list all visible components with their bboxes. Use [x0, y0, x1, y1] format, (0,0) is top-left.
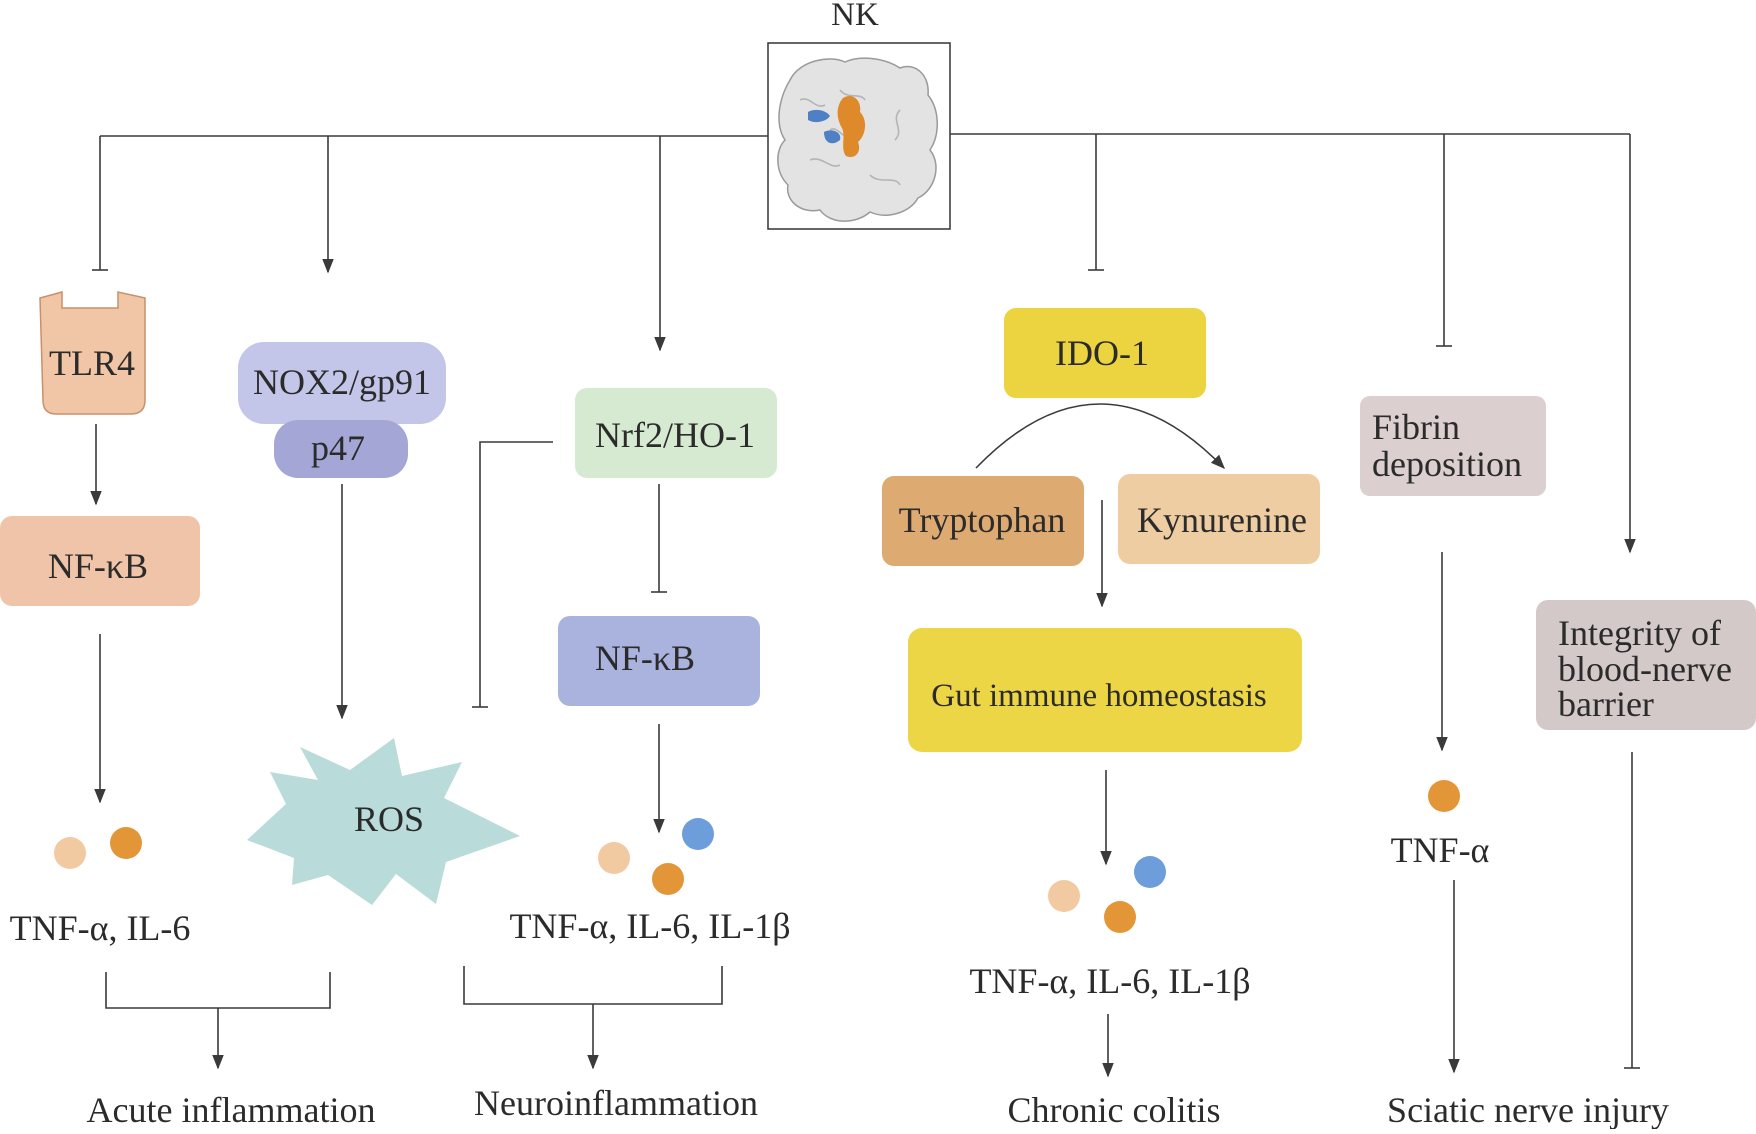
bnb-label-3: barrier [1558, 684, 1654, 724]
tlr4-receptor [39, 291, 146, 415]
ros-label: ROS [354, 799, 424, 839]
p47-box [274, 420, 408, 478]
cytokines-1: TNF-α, IL-6 [10, 908, 191, 948]
nfkb-left-box [0, 516, 200, 606]
ros-burst [247, 738, 520, 905]
cytokines-4: TNF-α [1391, 830, 1490, 870]
nox2-box [238, 342, 446, 424]
bnb-label-1: Integrity of [1558, 613, 1721, 653]
cytokine-dot [598, 842, 630, 874]
bnb-box [1536, 600, 1756, 730]
cytokine-dot [1428, 780, 1460, 812]
cytokine-dot [682, 818, 714, 850]
nfkb-left-label: NF-κB [48, 546, 148, 586]
cytokines-3: TNF-α, IL-6, IL-1β [969, 961, 1250, 1001]
outcome-chronic-colitis: Chronic colitis [1008, 1090, 1221, 1129]
tryptophan-label: Tryptophan [899, 500, 1066, 540]
bnb-label-2: blood-nerve [1558, 649, 1732, 689]
cytokine-dot [652, 863, 684, 895]
gut-homeostasis-label: Gut immune homeostasis [931, 678, 1266, 714]
gut-homeostasis-box [908, 628, 1302, 752]
cytokine-dot [1134, 856, 1166, 888]
cytokine-dot [54, 837, 86, 869]
nk-protein-image [767, 42, 951, 230]
fibrin-box [1360, 396, 1546, 496]
nrf2-label: Nrf2/HO-1 [595, 415, 755, 455]
cytokines-2: TNF-α, IL-6, IL-1β [509, 906, 790, 946]
outcome-acute-inflammation: Acute inflammation [87, 1090, 376, 1129]
kynurenine-box [1118, 474, 1320, 564]
ido1-label: IDO-1 [1055, 333, 1149, 373]
cytokine-dot [1048, 880, 1080, 912]
top-connectors [92, 133, 1636, 554]
tryptophan-box [882, 476, 1084, 566]
cytokine-dot [1104, 901, 1136, 933]
outcome-sciatic-nerve-injury: Sciatic nerve injury [1387, 1090, 1669, 1129]
ido1-box [1004, 308, 1206, 398]
outcome-neuroinflammation: Neuroinflammation [474, 1083, 758, 1123]
nfkb-mid-label: NF-κB [595, 638, 695, 678]
nrf2-box [575, 388, 777, 478]
cytokine-dot [110, 827, 142, 859]
tlr4-label: TLR4 [49, 343, 135, 383]
kynurenine-label: Kynurenine [1137, 500, 1307, 540]
p47-label: p47 [311, 428, 365, 468]
fibrin-label-2: deposition [1372, 444, 1522, 484]
nfkb-mid-box [558, 616, 760, 706]
nox2-label: NOX2/gp91 [253, 362, 431, 402]
fibrin-label-1: Fibrin [1372, 407, 1460, 447]
nk-label: NK [831, 0, 879, 33]
